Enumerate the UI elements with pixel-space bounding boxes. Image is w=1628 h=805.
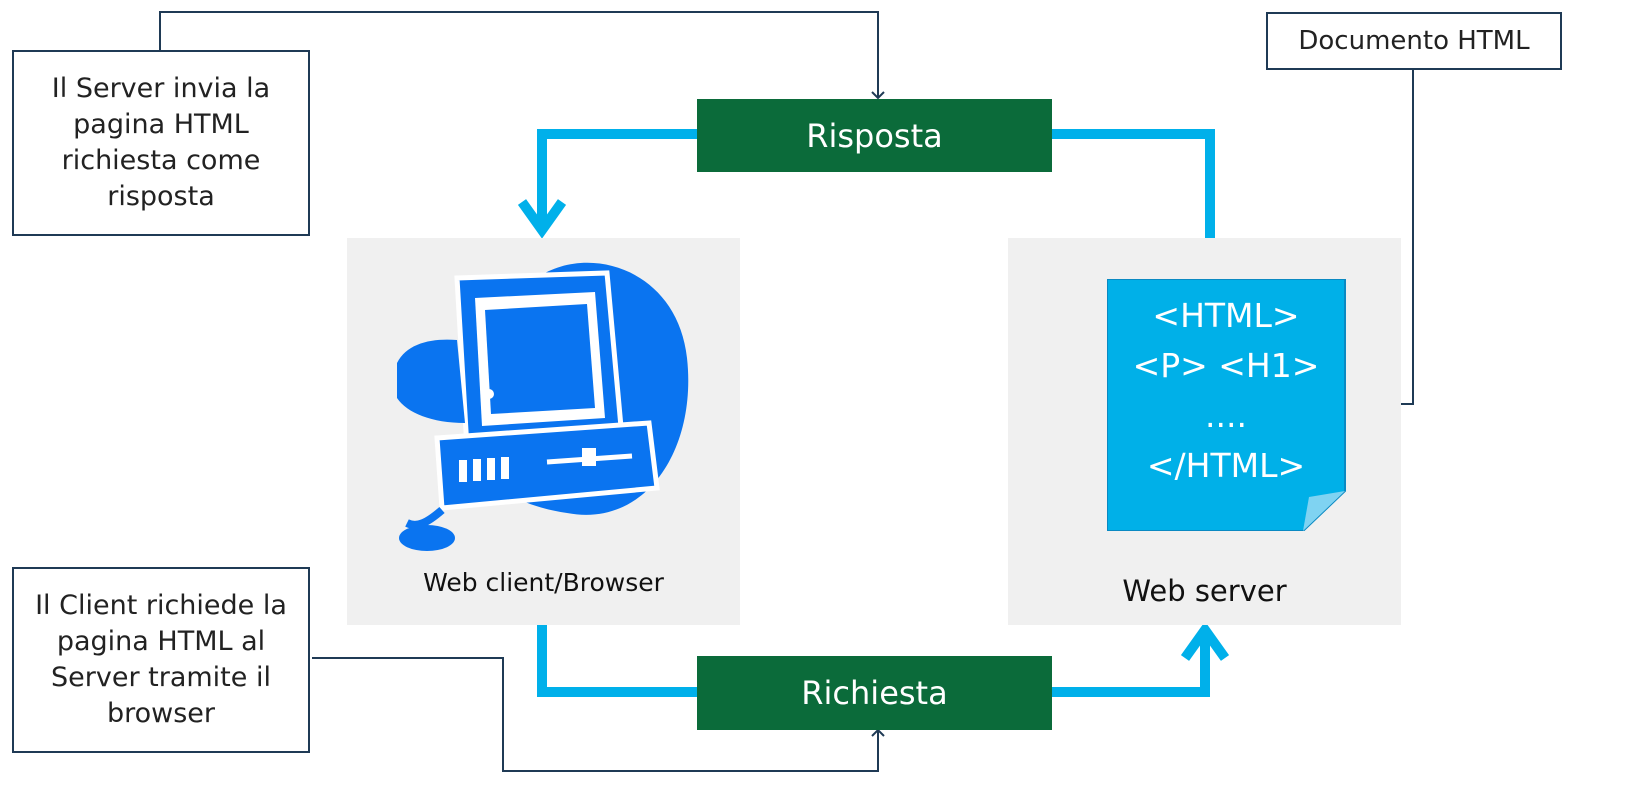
computer-icon: [397, 262, 689, 551]
web-server-panel: <HTML> <P> <H1> .... </HTML> Web server: [1008, 238, 1401, 625]
document-line: <HTML>: [1152, 296, 1300, 335]
client-requests-note: Il Client richiede la pagina HTML al Ser…: [12, 567, 310, 753]
html-document-text: <HTML> <P> <H1> .... </HTML>: [1107, 291, 1345, 491]
request-label: Richiesta: [697, 656, 1052, 730]
html-document-note: Documento HTML: [1266, 12, 1562, 70]
document-line: </HTML>: [1146, 446, 1306, 485]
document-line: ....: [1205, 396, 1247, 435]
server-sends-note: Il Server invia la pagina HTML richiesta…: [12, 50, 310, 236]
response-arrowhead: [517, 199, 567, 239]
html-document-icon: [1107, 279, 1346, 531]
request-flow-arrow: [537, 625, 697, 697]
web-client-panel: Web client/Browser: [347, 238, 740, 625]
document-line: <P> <H1>: [1132, 346, 1320, 385]
response-label: Risposta: [697, 99, 1052, 172]
web-client-caption: Web client/Browser: [423, 568, 664, 597]
client-note-connector: [312, 657, 885, 772]
request-flow-arrow-right: [1052, 637, 1210, 697]
request-arrowhead: [1180, 621, 1230, 661]
response-flow-arrow-left: [537, 129, 697, 222]
server-note-connector: [159, 11, 885, 100]
response-flow-arrow: [1052, 129, 1215, 238]
web-server-caption: Web server: [1122, 574, 1287, 608]
